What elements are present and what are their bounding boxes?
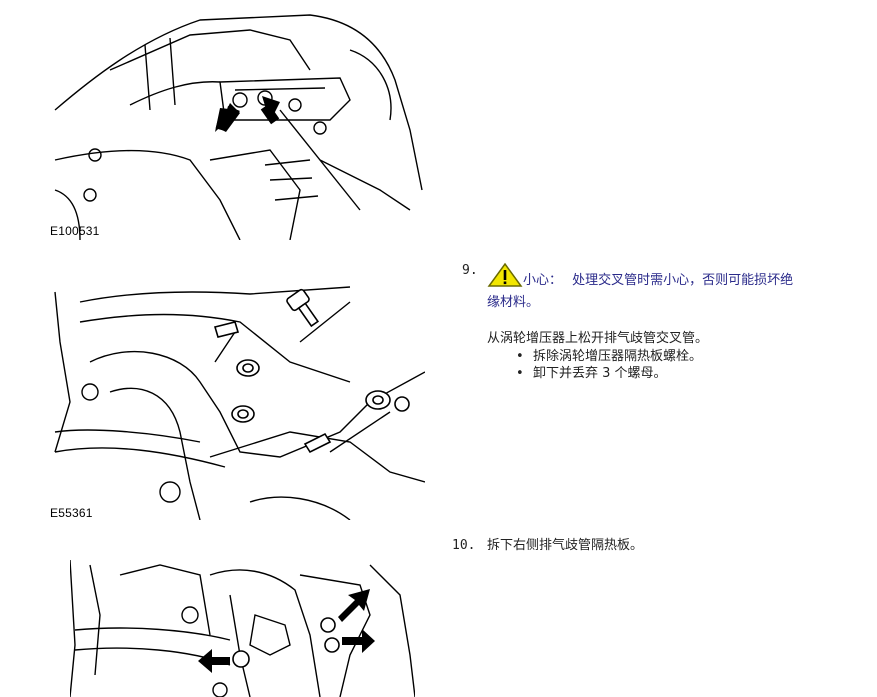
figure-2-crossover-pipe: E55361 — [50, 282, 425, 520]
caution-text-line1: 处理交叉管时需小心，否则可能损坏绝 — [572, 273, 794, 288]
list-item: 拆除涡轮增压器隔热板螺栓。 — [516, 348, 862, 365]
step-number: 10. — [452, 538, 476, 553]
figure-1-turbo-pipe: E100531 — [50, 10, 425, 240]
list-item: 卸下并丢弃 3 个螺母。 — [516, 365, 862, 382]
step-9: 9. 小心： 处理交叉管时需小心，否则可能损坏绝 缘材料。 从涡轮增压器上松开排… — [462, 262, 862, 382]
step-instruction: 拆下右侧排气歧管隔热板。 — [487, 538, 644, 553]
figure-label: E100531 — [50, 224, 100, 238]
figure-label: E55361 — [50, 506, 93, 520]
step-number: 9. — [462, 263, 478, 278]
step-10: 10. 拆下右侧排气歧管隔热板。 — [452, 537, 862, 555]
step-instruction: 从涡轮增压器上松开排气歧管交叉管。 — [487, 331, 709, 346]
caution-note: 小心： 处理交叉管时需小心，否则可能损坏绝 缘材料。 — [487, 262, 862, 312]
caution-text-line2: 缘材料。 — [487, 295, 540, 310]
figure-1-drawing — [54, 14, 423, 240]
caution-label: 小心： — [523, 273, 563, 288]
bullet-list: 拆除涡轮增压器隔热板螺栓。 卸下并丢弃 3 个螺母。 — [487, 348, 862, 382]
figure-3-drawing — [70, 559, 415, 697]
warning-triangle-icon — [487, 262, 523, 294]
figure-3-heat-shield — [70, 555, 415, 697]
figure-2-drawing — [54, 286, 425, 520]
